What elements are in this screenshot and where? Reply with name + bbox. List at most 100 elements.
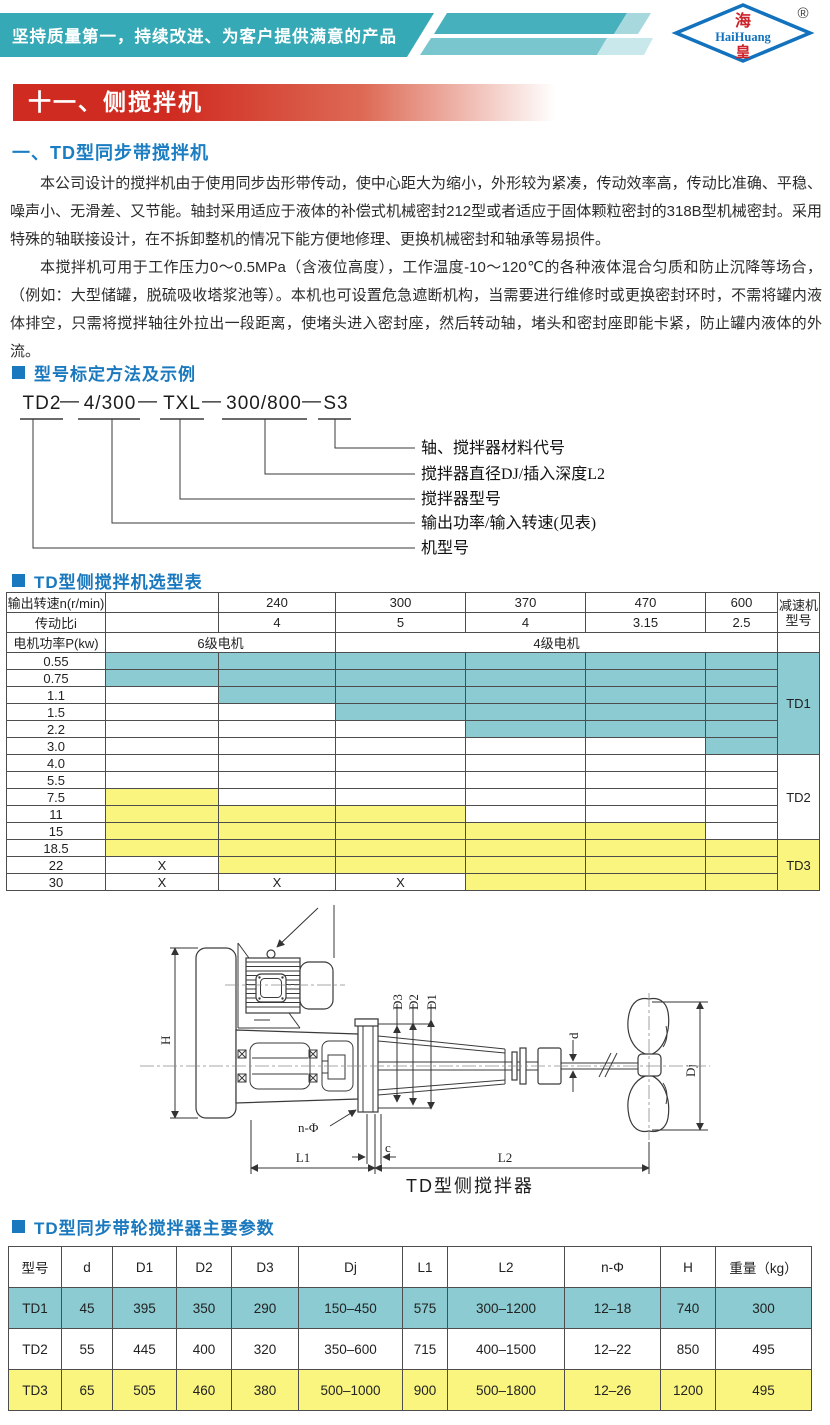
dim-label-L2: L2	[498, 1150, 512, 1165]
selection-cell	[585, 703, 706, 721]
selection-cell: X	[335, 873, 466, 891]
params-value-cell: 290	[231, 1287, 299, 1329]
params-model-cell: TD3	[8, 1369, 62, 1411]
selection-cell	[585, 720, 706, 738]
params-value-cell: 575	[402, 1287, 448, 1329]
selection-cell	[218, 669, 336, 687]
model-code-segment: TD2	[23, 393, 62, 414]
selection-cell	[585, 822, 706, 840]
logo-char-top: 海	[735, 11, 751, 30]
selection-power-value: 1.5	[6, 703, 106, 721]
selection-cell	[218, 822, 336, 840]
params-value-cell: 12–26	[564, 1369, 661, 1411]
dim-label-L1: L1	[296, 1150, 310, 1165]
selection-cell	[335, 805, 466, 823]
selection-cell	[335, 771, 466, 789]
selection-power-value: 5.5	[6, 771, 106, 789]
params-column-header: D3	[231, 1246, 299, 1288]
selection-speed-value: 470	[585, 592, 706, 613]
selection-power-label: 电机功率P(kw)	[6, 632, 106, 653]
selection-power-value: 0.75	[6, 669, 106, 687]
params-value-cell: 400–1500	[447, 1328, 565, 1370]
selection-cell	[335, 703, 466, 721]
selection-cell	[705, 839, 778, 857]
selection-cell	[335, 839, 466, 857]
selection-cell	[218, 686, 336, 704]
table-row: 0.75	[6, 669, 820, 687]
params-value-cell: 500–1800	[447, 1369, 565, 1411]
selection-power-value: 30	[6, 873, 106, 891]
model-code-segment: 4/300	[84, 393, 137, 414]
params-value-cell: 715	[402, 1328, 448, 1370]
selection-cell	[465, 805, 586, 823]
selection-cell	[465, 652, 586, 670]
params-value-cell: 55	[61, 1328, 113, 1370]
selection-cell	[335, 720, 466, 738]
selection-power-value: 1.1	[6, 686, 106, 704]
table-row: 5.5	[6, 771, 820, 789]
section-bullet-icon	[12, 1220, 25, 1233]
selection-cell	[218, 754, 336, 772]
selection-cell	[105, 754, 219, 772]
params-value-cell: 445	[112, 1328, 177, 1370]
selection-cell	[465, 771, 586, 789]
model-code-separator: —	[60, 391, 80, 412]
selection-cell	[705, 822, 778, 840]
model-section-title: 型号标定方法及示例	[34, 365, 196, 384]
table-row: 3.0	[6, 737, 820, 755]
drawing-caption: TD型侧搅拌器	[406, 1176, 534, 1196]
params-value-cell: 320	[231, 1328, 299, 1370]
selection-cell: X	[218, 873, 336, 891]
selection-cell	[705, 652, 778, 670]
selection-cell	[705, 737, 778, 755]
model-callout-label: 搅拌器型号	[421, 490, 501, 508]
selection-cell	[705, 771, 778, 789]
selection-cell	[585, 737, 706, 755]
selection-gearbox-header-line: 减速机	[778, 597, 818, 613]
selection-power-value: 4.0	[6, 754, 106, 772]
selection-speed-value: 240	[218, 592, 336, 613]
selection-cell	[335, 686, 466, 704]
params-column-header: Dj	[298, 1246, 403, 1288]
selection-cell	[705, 856, 778, 874]
selection-cell	[105, 805, 219, 823]
params-value-cell: 505	[112, 1369, 177, 1411]
table-row: 1.1	[6, 686, 820, 704]
selection-power-value: 18.5	[6, 839, 106, 857]
table-row: 1.5	[6, 703, 820, 721]
params-value-cell: 740	[660, 1287, 716, 1329]
model-callout-label: 轴、搅拌器材料代号	[421, 439, 565, 457]
dim-label-H: H	[158, 1036, 173, 1045]
params-value-cell: 380	[231, 1369, 299, 1411]
params-value-cell: 150–450	[298, 1287, 403, 1329]
selection-cell	[465, 737, 586, 755]
selection-cell: X	[105, 856, 219, 874]
brand-logo: 海 HaiHuang 皇 ®	[671, 3, 815, 63]
selection-cell	[585, 805, 706, 823]
selection-cell	[335, 856, 466, 874]
selection-cell	[105, 720, 219, 738]
selection-cell	[705, 720, 778, 738]
selection-ratio-value: 4	[465, 612, 586, 633]
model-callout-label: 机型号	[421, 539, 469, 557]
model-section-heading: 型号标定方法及示例	[12, 360, 196, 385]
params-value-cell: 395	[112, 1287, 177, 1329]
selection-cell	[105, 771, 219, 789]
params-value-cell: 495	[715, 1328, 812, 1370]
section-bullet-icon	[12, 574, 25, 587]
selection-cell	[705, 686, 778, 704]
selection-cell	[585, 754, 706, 772]
selection-cell	[218, 788, 336, 806]
model-code-diagram: TD2 — 4/300 — TXL — 300/800 — S3 轴、搅拌器材料…	[20, 391, 605, 557]
selection-cell	[105, 839, 219, 857]
selection-gearbox-model: TD2	[777, 754, 820, 840]
params-value-cell: 45	[61, 1287, 113, 1329]
